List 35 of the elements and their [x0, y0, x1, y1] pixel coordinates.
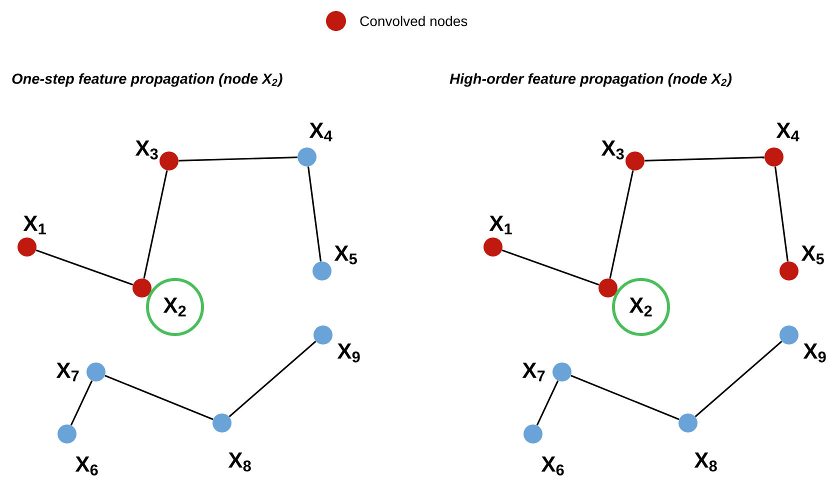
node-label: X$_{1}$ [489, 216, 512, 234]
edge-line [609, 170, 634, 279]
node-label: X$_{9}$ [803, 344, 826, 362]
edge-line [178, 156, 298, 162]
node-label: X$_{5}$ [801, 246, 824, 264]
graph-node [132, 278, 152, 298]
edge-line [70, 380, 93, 426]
edge-line [502, 250, 600, 286]
edge-line [307, 166, 322, 262]
panel-title: One-step feature propagation (node X$_{2}$) [12, 73, 282, 87]
edge-line [644, 156, 764, 162]
node-label: X$_{8}$ [694, 452, 717, 472]
node-label: X$_{1}$ [23, 216, 46, 234]
node-label: X$_{7}$ [56, 362, 79, 382]
node-label: X$_{3}$ [601, 140, 624, 160]
node-label: X$_{3}$ [135, 140, 158, 160]
node-label: X$_{4}$ [309, 122, 332, 142]
edge-line [536, 380, 559, 426]
node-label: X$_{7}$ [522, 362, 545, 382]
node-label: X$_{4}$ [776, 122, 800, 142]
edge-line [228, 340, 316, 418]
graph-node [598, 278, 618, 298]
edge-line [570, 374, 680, 420]
panel-title: High-order feature propagation (node X$_{2}$) [450, 73, 732, 87]
edge-line [104, 374, 214, 420]
node-label: X$_{5}$ [334, 246, 357, 264]
node-label: X$_{9}$ [337, 344, 360, 362]
edge-line [36, 250, 134, 286]
edge-line [694, 340, 782, 418]
node-label: X$_{6}$ [541, 456, 564, 476]
edge-line [143, 170, 168, 279]
node-label: X$_{8}$ [228, 452, 251, 472]
edge-line [774, 166, 789, 262]
legend-text: Convolved nodes [360, 16, 468, 26]
node-label: X$_{6}$ [75, 456, 98, 476]
